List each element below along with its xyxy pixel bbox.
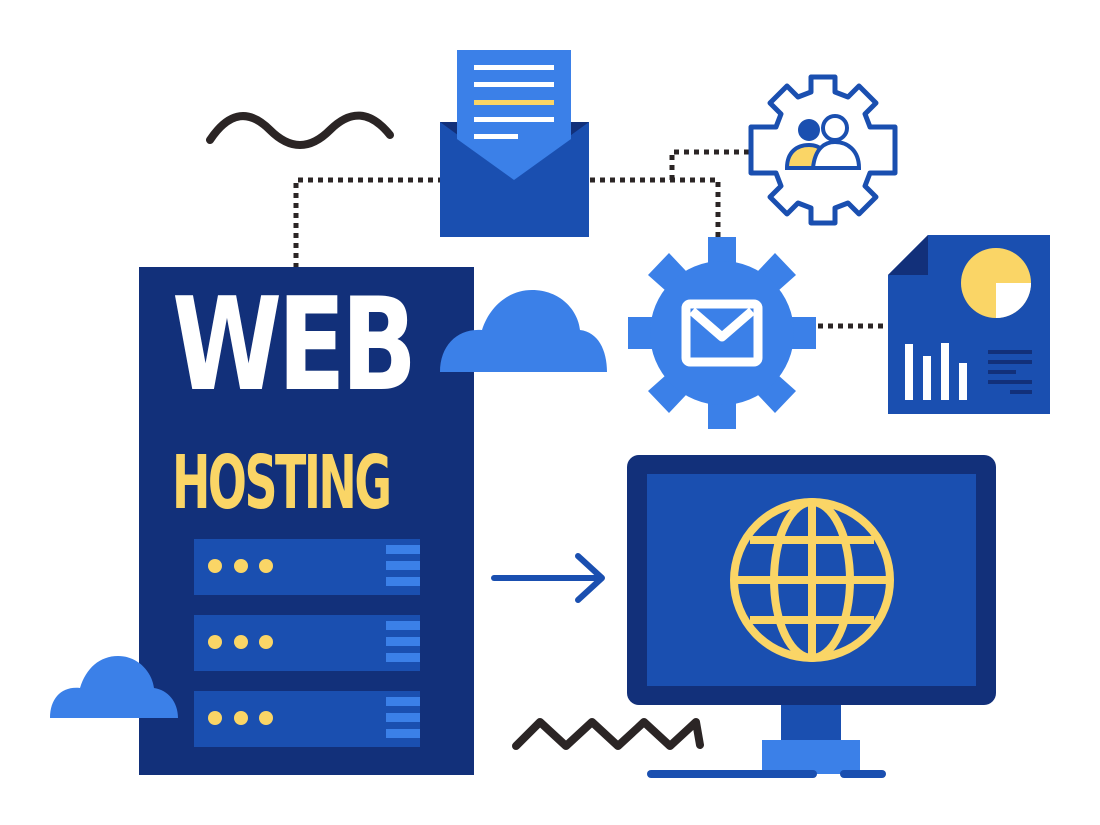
dotted-connectors [293,149,888,329]
cloud-large-icon [440,290,607,372]
team-gear-icon [748,74,898,226]
globe-icon [730,498,894,662]
server-unit [194,539,420,595]
title-web: WEB [172,271,417,420]
cloud-small-icon [50,656,178,718]
server-tower [139,267,474,775]
title-hosting: HOSTING [172,440,392,526]
zigzag-icon [512,718,704,750]
report-document-icon [888,235,1050,414]
squiggle-icon [206,111,394,149]
server-unit [194,691,420,747]
server-unit [194,615,420,671]
open-envelope-icon [440,50,589,237]
arrow-right-icon [491,553,605,603]
email-gear-icon [628,237,816,429]
